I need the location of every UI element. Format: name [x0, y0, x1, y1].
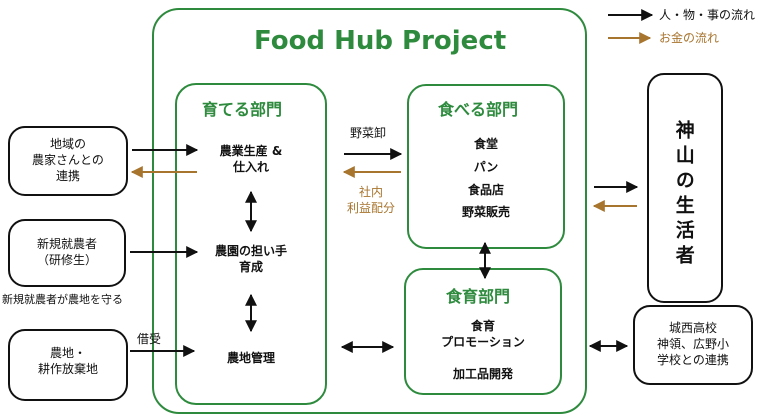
food-hub-project-frame	[152, 8, 587, 414]
local-farmers-text: 地域の 農家さんとの 連携	[9, 136, 127, 185]
new-farmers-caption: 新規就農者が農地を守る	[2, 293, 123, 306]
profit-line1: 社内	[358, 185, 383, 199]
grow-item-production: 農業生産 & 仕入れ	[196, 143, 306, 175]
schools-line3: 学校との連携	[657, 353, 729, 368]
edu-item-promotion: プロモーション	[441, 335, 525, 350]
eat-item-bread: パン	[473, 159, 499, 174]
edu-item-product-development: 加工品開発	[452, 367, 513, 381]
new-farmers-box	[8, 219, 126, 287]
legend-money-flow-label: お金の流れ	[659, 31, 720, 45]
farmland-line1: 農地・	[49, 346, 86, 360]
grow-item-production-line1: 農業生産 &	[219, 144, 283, 158]
eat-item-food-store: 食品店	[467, 182, 504, 197]
new-farmers-line1: 新規就農者	[36, 237, 97, 251]
farmland-line2: 耕作放棄地	[37, 362, 98, 377]
grow-department-box	[175, 83, 327, 405]
local-farmers-line3: 連携	[55, 169, 80, 184]
wholesale-label: 野菜卸	[350, 126, 387, 140]
new-farmers-text: 新規就農者 （研修生）	[9, 236, 125, 268]
edu-items: 食育 プロモーション	[413, 318, 553, 350]
eat-item-cafeteria: 食堂	[473, 137, 498, 151]
profit-line2: 利益配分	[346, 201, 395, 216]
grow-item-training-line2: 育成	[238, 260, 263, 275]
schools-text: 城西高校 神領、広野小 学校との連携	[634, 320, 752, 369]
grow-item-training: 農園の担い手 育成	[196, 243, 306, 275]
grow-item-production-line2: 仕入れ	[232, 160, 269, 175]
profit-distribution-label: 社内 利益配分	[338, 184, 404, 216]
eat-item-vegetable-sales: 野菜販売	[461, 205, 510, 220]
residents-label: 神山の生活者	[672, 120, 695, 270]
schools-line1: 城西高校	[668, 321, 717, 335]
local-farmers-line2: 農家さんとの	[32, 153, 104, 168]
local-farmers-line1: 地域の	[49, 137, 86, 151]
lease-label: 借受	[137, 332, 162, 346]
schools-box	[633, 305, 753, 385]
farmland-text: 農地・ 耕作放棄地	[9, 345, 127, 377]
new-farmers-line2: （研修生）	[36, 253, 97, 268]
residents-box	[647, 73, 723, 303]
edu-item-food-education: 食育	[470, 319, 495, 333]
eat-items: 食堂 パン 食品店 野菜販売	[416, 133, 556, 224]
legend-people-flow-label: 人・物・事の流れ	[659, 8, 756, 22]
edu-department-title: 食育部門	[446, 287, 511, 306]
grow-item-land-management: 農地管理	[226, 351, 275, 365]
project-title: Food Hub Project	[254, 26, 507, 56]
schools-line2: 神領、広野小	[656, 337, 729, 352]
grow-department-title: 育てる部門	[202, 100, 283, 119]
eat-department-title: 食べる部門	[438, 100, 519, 119]
local-farmers-box	[8, 126, 128, 196]
grow-item-training-line1: 農園の担い手	[214, 244, 287, 258]
farmland-box	[8, 329, 128, 401]
